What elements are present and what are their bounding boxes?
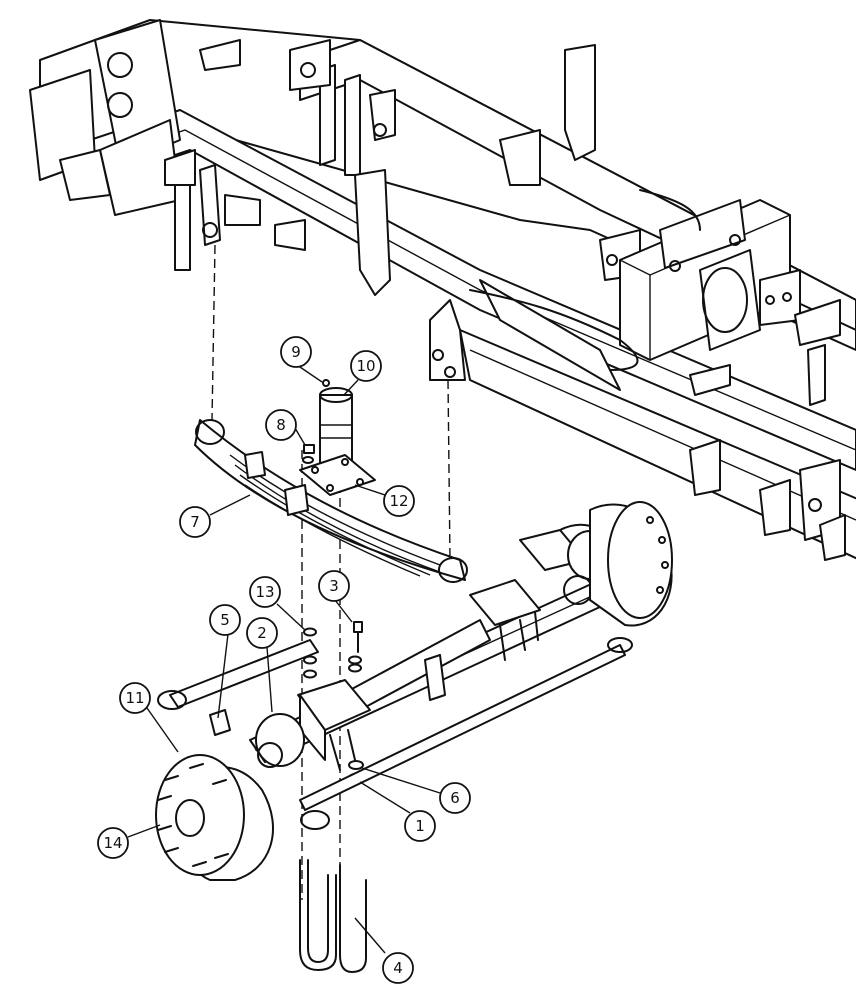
callout-3: 3 xyxy=(318,570,350,602)
callout-label: 7 xyxy=(190,513,200,531)
callout-8: 8 xyxy=(265,409,297,441)
callout-label: 6 xyxy=(450,789,460,807)
callout-label: 14 xyxy=(103,834,122,852)
callout-2: 2 xyxy=(246,617,278,649)
chassis-frame xyxy=(29,19,856,561)
callout-5: 5 xyxy=(209,604,241,636)
callout-label: 5 xyxy=(220,611,230,629)
callout-label: 9 xyxy=(291,343,301,361)
callout-label: 13 xyxy=(255,583,274,601)
callout-1: 1 xyxy=(404,810,436,842)
callout-14: 14 xyxy=(97,827,129,859)
u-bolts xyxy=(299,859,367,973)
callout-7: 7 xyxy=(179,506,211,538)
callout-13: 13 xyxy=(249,576,281,608)
callout-label: 11 xyxy=(125,689,144,707)
leaf-spring xyxy=(194,419,468,583)
callout-label: 4 xyxy=(393,959,403,977)
callout-label: 8 xyxy=(276,416,286,434)
bump-stop-assembly xyxy=(299,379,376,496)
callout-label: 1 xyxy=(415,817,425,835)
leader-lines xyxy=(127,364,441,954)
callout-label: 3 xyxy=(329,577,339,595)
callout-12: 12 xyxy=(383,485,415,517)
callout-11: 11 xyxy=(119,682,151,714)
assembly-alignment-lines xyxy=(211,244,451,900)
axle-assembly xyxy=(155,501,673,881)
callout-label: 2 xyxy=(257,624,267,642)
callout-4: 4 xyxy=(382,952,414,984)
callout-label: 12 xyxy=(389,492,408,510)
callout-label: 10 xyxy=(356,357,375,375)
callout-9: 9 xyxy=(280,336,312,368)
callout-10: 10 xyxy=(350,350,382,382)
callout-6: 6 xyxy=(439,782,471,814)
